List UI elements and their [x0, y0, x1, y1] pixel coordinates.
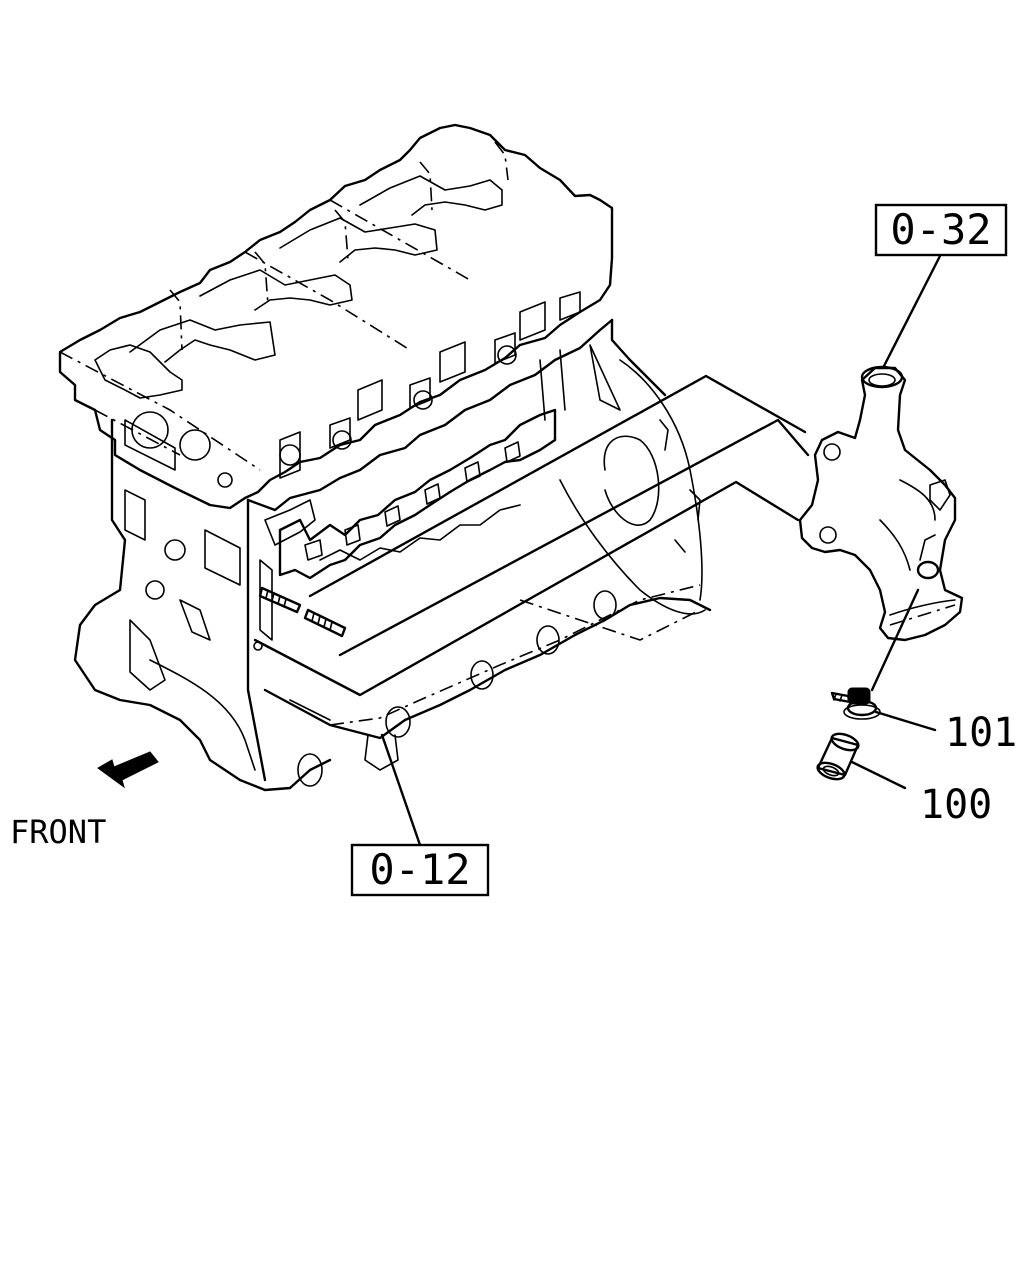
water-pump-ref-label: 0-32 [890, 205, 991, 254]
cylinder-block-ref-label: 0-12 [369, 845, 470, 894]
leader-101 [874, 710, 937, 732]
front-direction-label: FRONT [10, 813, 106, 851]
part-number-101[interactable]: 101 [945, 710, 1017, 756]
bolt-101-drawing [830, 687, 881, 720]
cylinder-block-drawing [58, 123, 712, 792]
water-pump-drawing [798, 365, 964, 642]
leader-0-32 [882, 254, 942, 368]
leader-0-12 [380, 733, 422, 847]
assembly-lines [253, 374, 810, 697]
leader-bolt-to-pump [870, 588, 920, 692]
part-number-100[interactable]: 100 [920, 782, 992, 828]
water-pump-ref-box[interactable]: 0-32 [874, 203, 1008, 257]
front-direction-arrow-icon [97, 751, 159, 789]
sleeve-100-drawing [816, 732, 860, 781]
leader-100 [850, 760, 907, 790]
cylinder-block-ref-box[interactable]: 0-12 [350, 843, 490, 897]
